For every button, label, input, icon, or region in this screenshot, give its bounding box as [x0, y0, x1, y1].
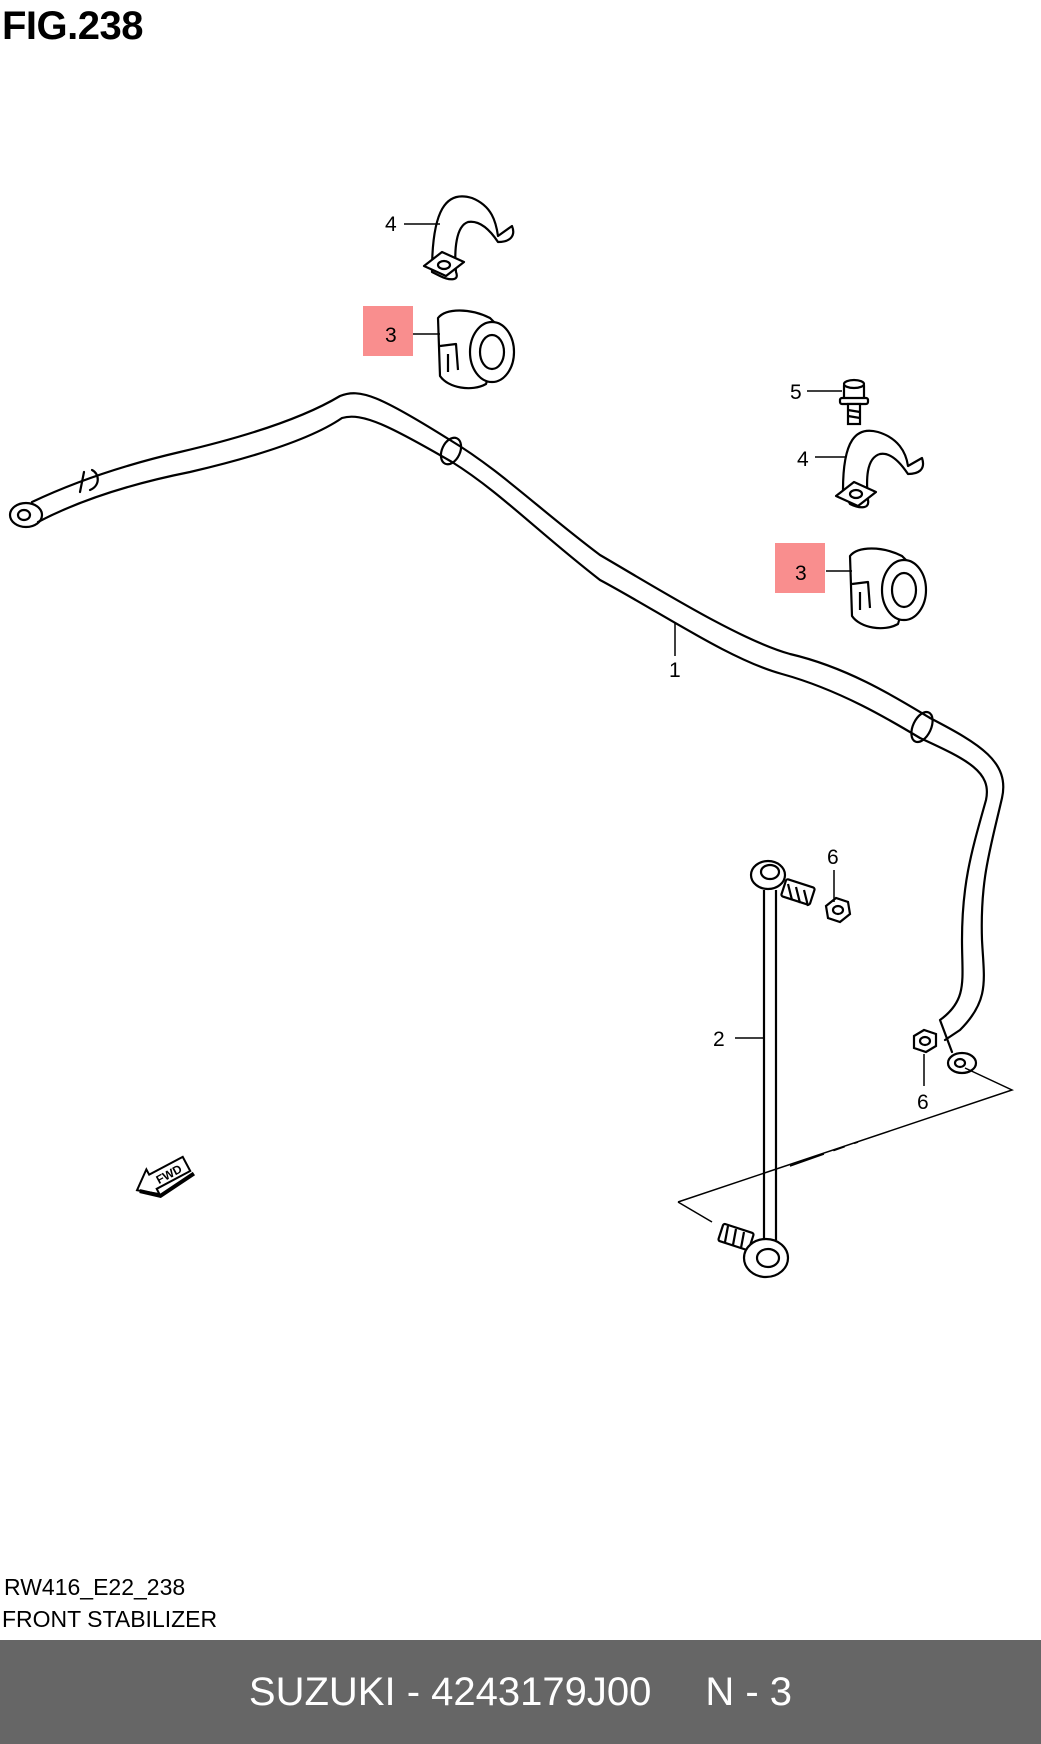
callout-label-bushing-right: 3: [795, 562, 807, 585]
nut-lower[interactable]: [912, 1028, 938, 1054]
footer-position: N - 3: [705, 1669, 793, 1714]
callout-label-bracket-right: 4: [797, 448, 809, 471]
diagram-code: RW416_E22_238: [4, 1574, 186, 1600]
callout-label-bar: 1: [669, 659, 681, 682]
assembly-centerline: [677, 1067, 1015, 1223]
bracket-right[interactable]: [834, 429, 925, 509]
bracket-top[interactable]: [422, 195, 515, 281]
callout-labels: 4 3 5 4 3 1 6 2 6: [385, 213, 929, 1114]
bushing-top[interactable]: [436, 309, 516, 390]
fwd-arrow-icon: FWD: [135, 1155, 195, 1199]
figure-title: FIG.238: [2, 4, 144, 48]
exploded-parts-diagram: 4 3 5 4 3 1 6 2 6 FWD: [8, 195, 1015, 1279]
callout-label-link: 2: [713, 1028, 725, 1051]
callout-label-nut-lower: 6: [917, 1091, 929, 1114]
stabilizer-bar[interactable]: [8, 392, 1005, 1075]
stabilizer-link[interactable]: [717, 859, 816, 1279]
nut-upper[interactable]: [824, 896, 852, 924]
callout-label-bracket-top: 4: [385, 213, 397, 236]
flange-bolt[interactable]: [838, 378, 870, 426]
diagram-name: FRONT STABILIZER: [2, 1606, 218, 1632]
footer-brand-part: SUZUKI - 4243179J00: [248, 1669, 652, 1714]
leader-lines: [404, 223, 925, 1086]
bushing-right[interactable]: [848, 547, 928, 630]
callout-3-highlight-top: [363, 306, 413, 356]
callout-label-bushing-top: 3: [385, 324, 397, 347]
callout-label-nut-upper: 6: [827, 846, 839, 869]
callout-3-highlight-right: [775, 543, 825, 593]
footer-bar: SUZUKI - 4243179J00 N - 3: [0, 1640, 1041, 1744]
callout-label-bolt: 5: [790, 381, 802, 404]
